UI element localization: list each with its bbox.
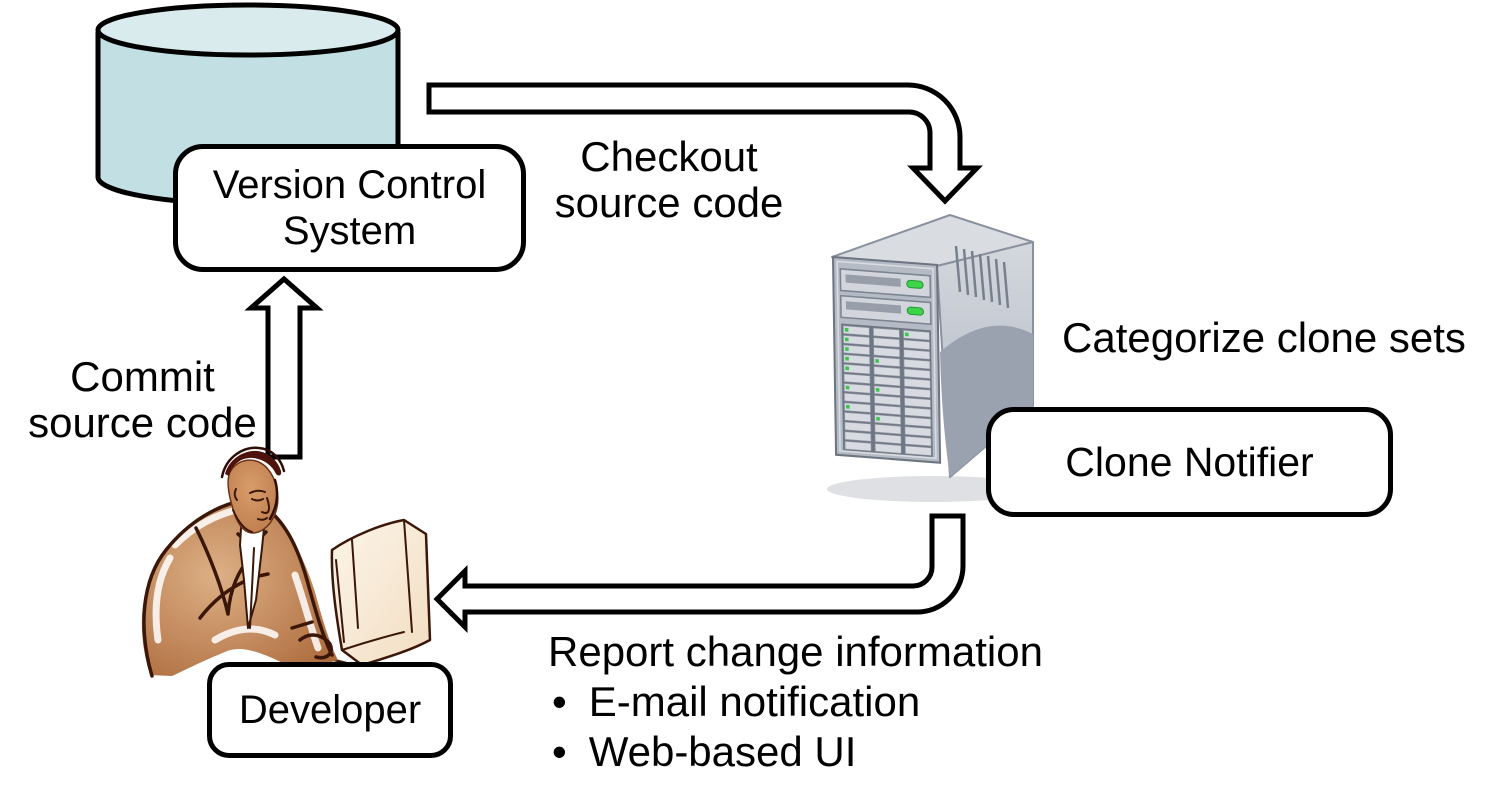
led-green	[906, 306, 925, 316]
server-front-panel	[831, 255, 942, 464]
tie	[249, 547, 255, 629]
head	[227, 459, 279, 534]
report-bullet-1: •E-mail notification	[552, 678, 921, 725]
checkout-arrow	[426, 82, 983, 205]
hair	[225, 450, 282, 476]
commit-arrow	[244, 275, 324, 460]
vcs-label-line1: Version Control	[212, 163, 487, 207]
commit-annotation: Commit source code	[20, 354, 265, 446]
categorize-annotation: Categorize clone sets	[1062, 314, 1466, 361]
server-drive-grid	[842, 325, 932, 457]
led-green	[906, 279, 924, 289]
report-title: Report change information	[548, 628, 1043, 675]
report-bullet-2: •Web-based UI	[552, 728, 857, 775]
clone-notifier-label: Clone Notifier	[1065, 439, 1314, 485]
checkout-annotation: Checkout source code	[478, 134, 860, 226]
checkout-line2: source code	[554, 179, 784, 226]
report-annotation: Report change information •E-mail notifi…	[548, 627, 1043, 777]
commit-line1: Commit	[70, 353, 215, 400]
tower-server-icon	[827, 214, 1039, 502]
server-vents	[954, 245, 1010, 309]
commit-line2: source code	[28, 399, 257, 446]
vcs-node-box: Version Control System	[173, 144, 526, 272]
vcs-label-line2: System	[282, 209, 417, 253]
report-arrow	[433, 513, 966, 634]
monitor	[330, 518, 432, 667]
clone-notifier-node-box: Clone Notifier	[986, 407, 1393, 517]
checkout-line1: Checkout	[580, 133, 758, 180]
face-lines	[232, 488, 271, 533]
bullet-icon: •	[552, 728, 567, 775]
developer-person-icon	[141, 446, 432, 680]
suit	[141, 502, 338, 676]
bullet-icon: •	[552, 678, 567, 725]
developer-label: Developer	[238, 688, 422, 732]
developer-node-box: Developer	[207, 662, 453, 758]
